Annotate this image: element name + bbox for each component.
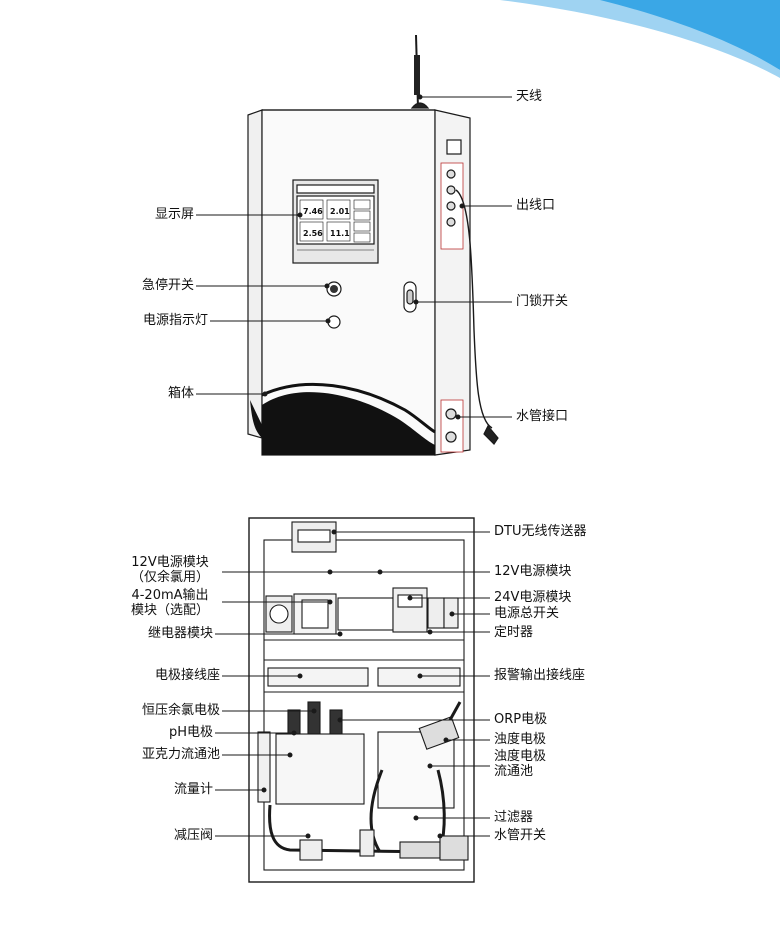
label-pressure-valve: 减压阀	[173, 828, 213, 843]
label-psu12-chlorine-line1: 12V电源模块	[131, 555, 209, 570]
screen-value-2: 2.01	[330, 207, 350, 216]
top-leader-lines	[196, 94, 512, 420]
label-alarm-terminal: 报警输出接线座	[494, 668, 586, 683]
label-psu12-chlorine-line2: （仅余氯用）	[130, 570, 209, 585]
label-flowmeter: 流量计	[173, 782, 213, 797]
label-timer: 定时器	[494, 625, 534, 640]
corner-accent	[560, 0, 780, 70]
label-psu12-chlorine: 12V电源模块 （仅余氯用）	[120, 555, 220, 585]
label-turbidity-cell-line2: 流通池	[494, 764, 534, 779]
label-antenna: 天线	[516, 89, 543, 104]
cabinet-illustration	[247, 34, 499, 456]
label-psu24: 24V电源模块	[494, 590, 572, 605]
label-ph-electrode: pH电极	[168, 725, 213, 740]
label-filter: 过滤器	[494, 810, 534, 825]
label-turbidity-electrode: 浊度电极	[494, 732, 547, 747]
screen-value-1: 7.46	[303, 207, 323, 216]
label-dtu: DTU无线传送器	[494, 524, 587, 539]
label-water-inlet: 水管接口	[516, 409, 569, 424]
label-main-switch: 电源总开关	[494, 606, 560, 621]
label-chlorine-electrode: 恒压余氯电极	[141, 703, 220, 718]
label-display: 显示屏	[154, 207, 194, 222]
internal-panel-illustration	[248, 517, 475, 883]
screen-value-3: 2.56	[303, 229, 323, 238]
screen-value-4: 11.1	[330, 229, 350, 238]
label-420-output: 4-20mA输出 模块（选配）	[120, 588, 220, 618]
label-water-switch: 水管开关	[494, 828, 547, 843]
label-420-output-line1: 4-20mA输出	[131, 588, 209, 603]
label-turbidity-cell: 浊度电极 流通池	[494, 749, 546, 779]
label-door-lock: 门锁开关	[516, 294, 569, 309]
label-orp-electrode: ORP电极	[494, 712, 548, 727]
label-power-light: 电源指示灯	[142, 313, 208, 328]
label-acrylic-cell: 亚克力流通池	[141, 747, 220, 762]
label-estop: 急停开关	[141, 278, 194, 293]
label-turbidity-cell-line1: 浊度电极	[494, 749, 547, 764]
corner-accent-light	[500, 0, 780, 78]
label-relay: 继电器模块	[147, 626, 213, 641]
label-outlet: 出线口	[516, 198, 556, 213]
label-420-output-line2: 模块（选配）	[130, 603, 209, 618]
label-psu12: 12V电源模块	[494, 564, 572, 579]
label-cabinet: 箱体	[167, 386, 194, 401]
bottom-leader-lines	[215, 529, 490, 839]
label-electrode-terminal: 电极接线座	[154, 668, 220, 683]
